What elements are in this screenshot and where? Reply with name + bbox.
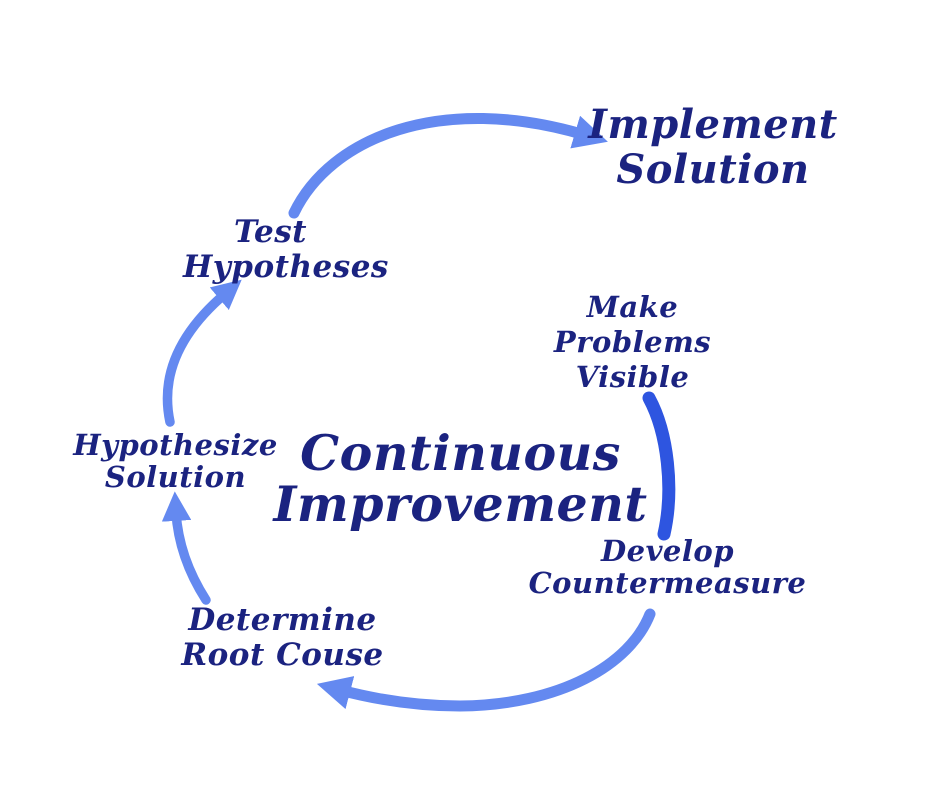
- node-develop-countermeasure-line1: Develop: [600, 534, 735, 568]
- diagram-title-line1: Continuous: [300, 424, 621, 482]
- arrow-determine-to-hypothesize-icon: [161, 491, 211, 605]
- diagram-title-line2: Improvement: [273, 475, 648, 534]
- arrow-hypothesize-to-test-icon: [162, 279, 242, 427]
- node-hypothesize-solution: Hypothesize Solution: [68, 429, 283, 494]
- node-test-hypotheses-line2: Hypotheses: [183, 248, 389, 285]
- node-implement-solution-line2: Solution: [616, 145, 810, 193]
- node-implement-solution: Implement Solution: [588, 101, 838, 193]
- diagram-title: Continuous Improvement: [268, 424, 653, 534]
- node-make-problems-visible-line2: Problems: [553, 324, 712, 359]
- node-implement-solution-line1: Implement: [588, 101, 838, 148]
- node-make-problems-visible-line3: Visible: [575, 359, 690, 394]
- node-determine-root-couse-line2: Root Couse: [181, 636, 384, 673]
- node-test-hypotheses-line1: Test: [233, 214, 307, 250]
- node-determine-root-couse-line1: Determine: [188, 602, 377, 638]
- arrow-develop-to-determine-icon: [316, 608, 656, 712]
- node-determine-root-couse: Determine Root Couse: [180, 603, 385, 672]
- node-make-problems-visible: Make Problems Visible: [550, 290, 715, 394]
- connector-make-to-develop-icon: [642, 391, 676, 541]
- arrow-test-to-implement-icon: [288, 112, 608, 219]
- node-hypothesize-solution-line2: Solution: [104, 460, 247, 495]
- node-develop-countermeasure: Develop Countermeasure: [520, 535, 815, 600]
- node-hypothesize-solution-line1: Hypothesize: [73, 428, 278, 462]
- node-make-problems-visible-line1: Make: [586, 290, 679, 324]
- node-develop-countermeasure-line2: Countermeasure: [528, 566, 807, 601]
- node-test-hypotheses: Test Hypotheses: [183, 214, 389, 285]
